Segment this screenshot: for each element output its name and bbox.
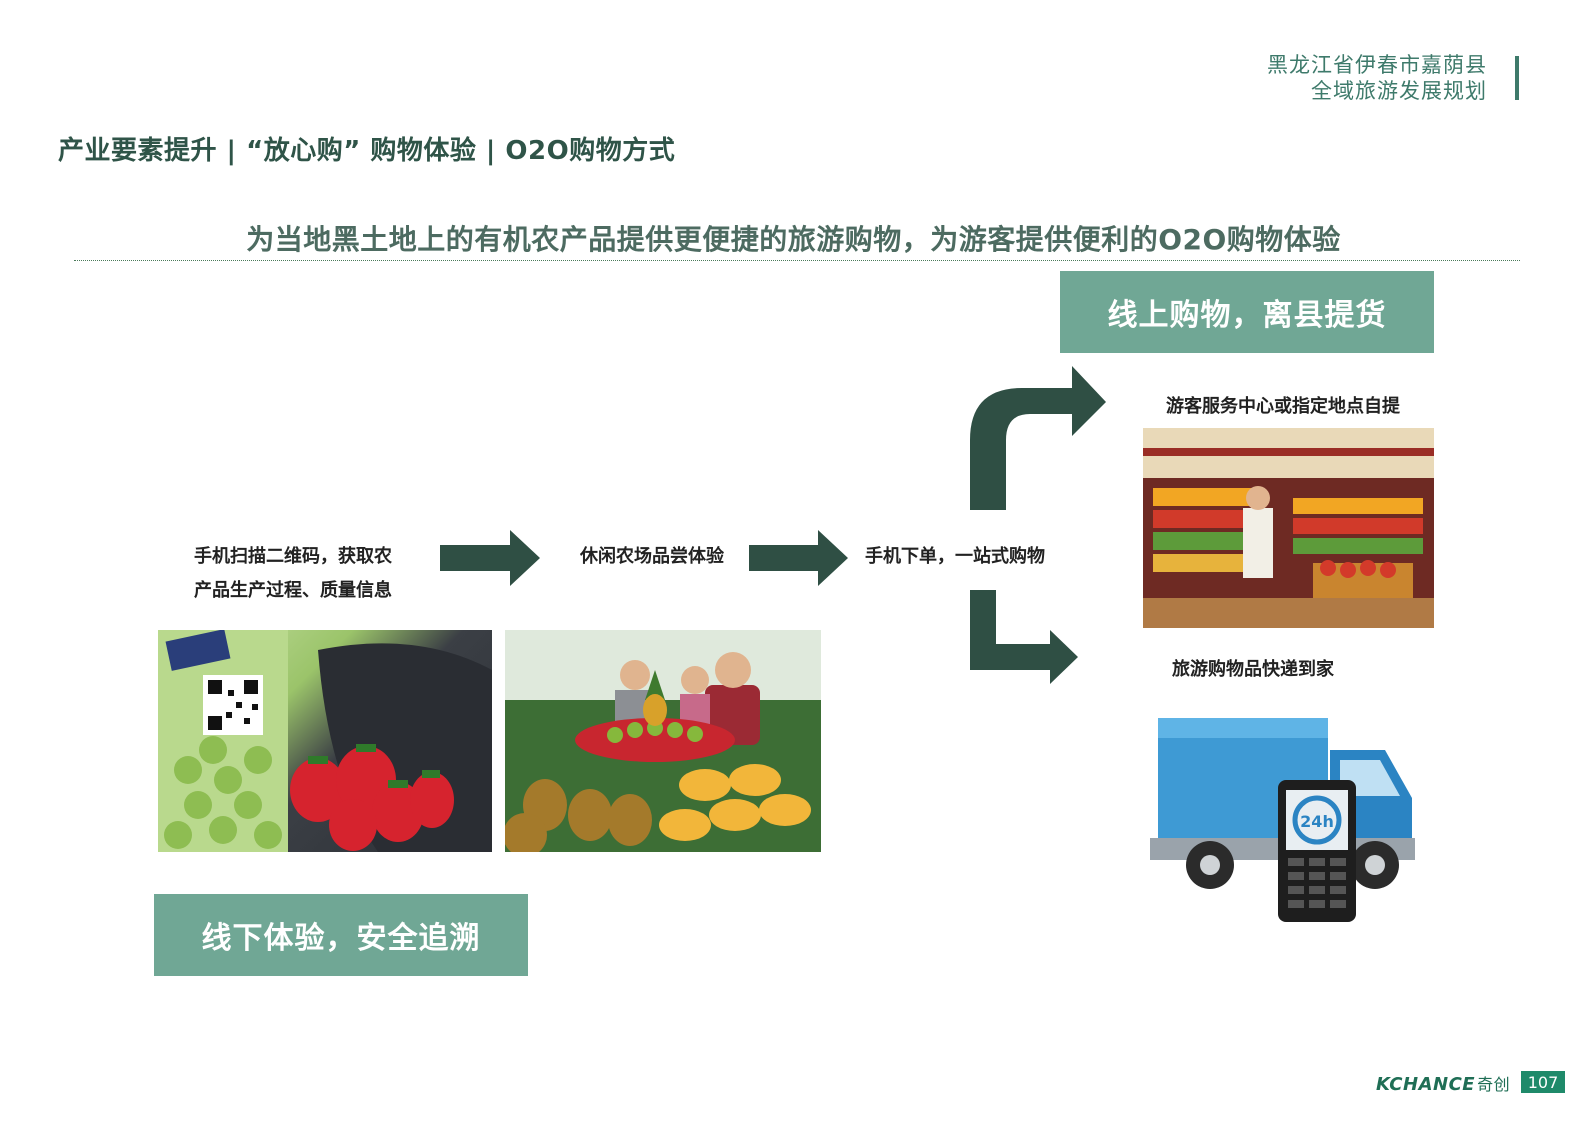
market-pickup-photo (1143, 428, 1434, 628)
label-express-delivery: 旅游购物品快递到家 (1172, 659, 1334, 680)
arrow-right-icon (440, 530, 540, 586)
qr-strawberry-illustration (158, 630, 492, 852)
document-header: 黑龙江省伊春市嘉荫县 全域旅游发展规划 (1267, 52, 1487, 104)
step-scan-line2: 产品生产过程、质量信息 (194, 580, 392, 601)
delivery-truck-illustration: 24h (1150, 718, 1415, 922)
dotted-divider (74, 260, 1520, 261)
arrow-up-right-icon (970, 366, 1106, 510)
step-scan-line1: 手机扫描二维码，获取农 (194, 546, 392, 567)
fruit-display-illustration (505, 630, 821, 852)
header-divider (1515, 56, 1519, 100)
qr-strawberry-photo (158, 630, 492, 852)
brand-name: KCHANCE (1376, 1074, 1476, 1095)
page-number: 107 (1521, 1071, 1565, 1093)
offline-experience-box: 线下体验，安全追溯 (154, 894, 528, 976)
page-title: 产业要素提升 | “放心购” 购物体验 | O2O购物方式 (58, 136, 676, 166)
step-farm-tasting: 休闲农场品尝体验 (580, 546, 724, 567)
step-scan-qr: 手机扫描二维码，获取农 产品生产过程、质量信息 (194, 540, 414, 608)
header-plan-title: 全域旅游发展规划 (1311, 79, 1487, 103)
truck-24h-badge: 24h (1300, 812, 1334, 831)
farm-tasting-photo (505, 630, 821, 852)
grocery-market-illustration (1143, 428, 1434, 628)
online-shopping-box: 线上购物，离县提货 (1060, 271, 1434, 353)
header-region-title: 黑龙江省伊春市嘉荫县 (1267, 53, 1487, 77)
label-self-pickup: 游客服务中心或指定地点自提 (1166, 396, 1400, 417)
step-mobile-order: 手机下单，一站式购物 (865, 546, 1045, 567)
arrow-down-right-icon (970, 590, 1078, 684)
clock-refresh-icon (1292, 795, 1342, 845)
brand-name-cn: 奇创 (1477, 1075, 1511, 1094)
arrow-right-icon (749, 530, 848, 586)
page-subtitle: 为当地黑土地上的有机农产品提供更便捷的旅游购物，为游客提供便利的O2O购物体验 (246, 223, 1341, 256)
